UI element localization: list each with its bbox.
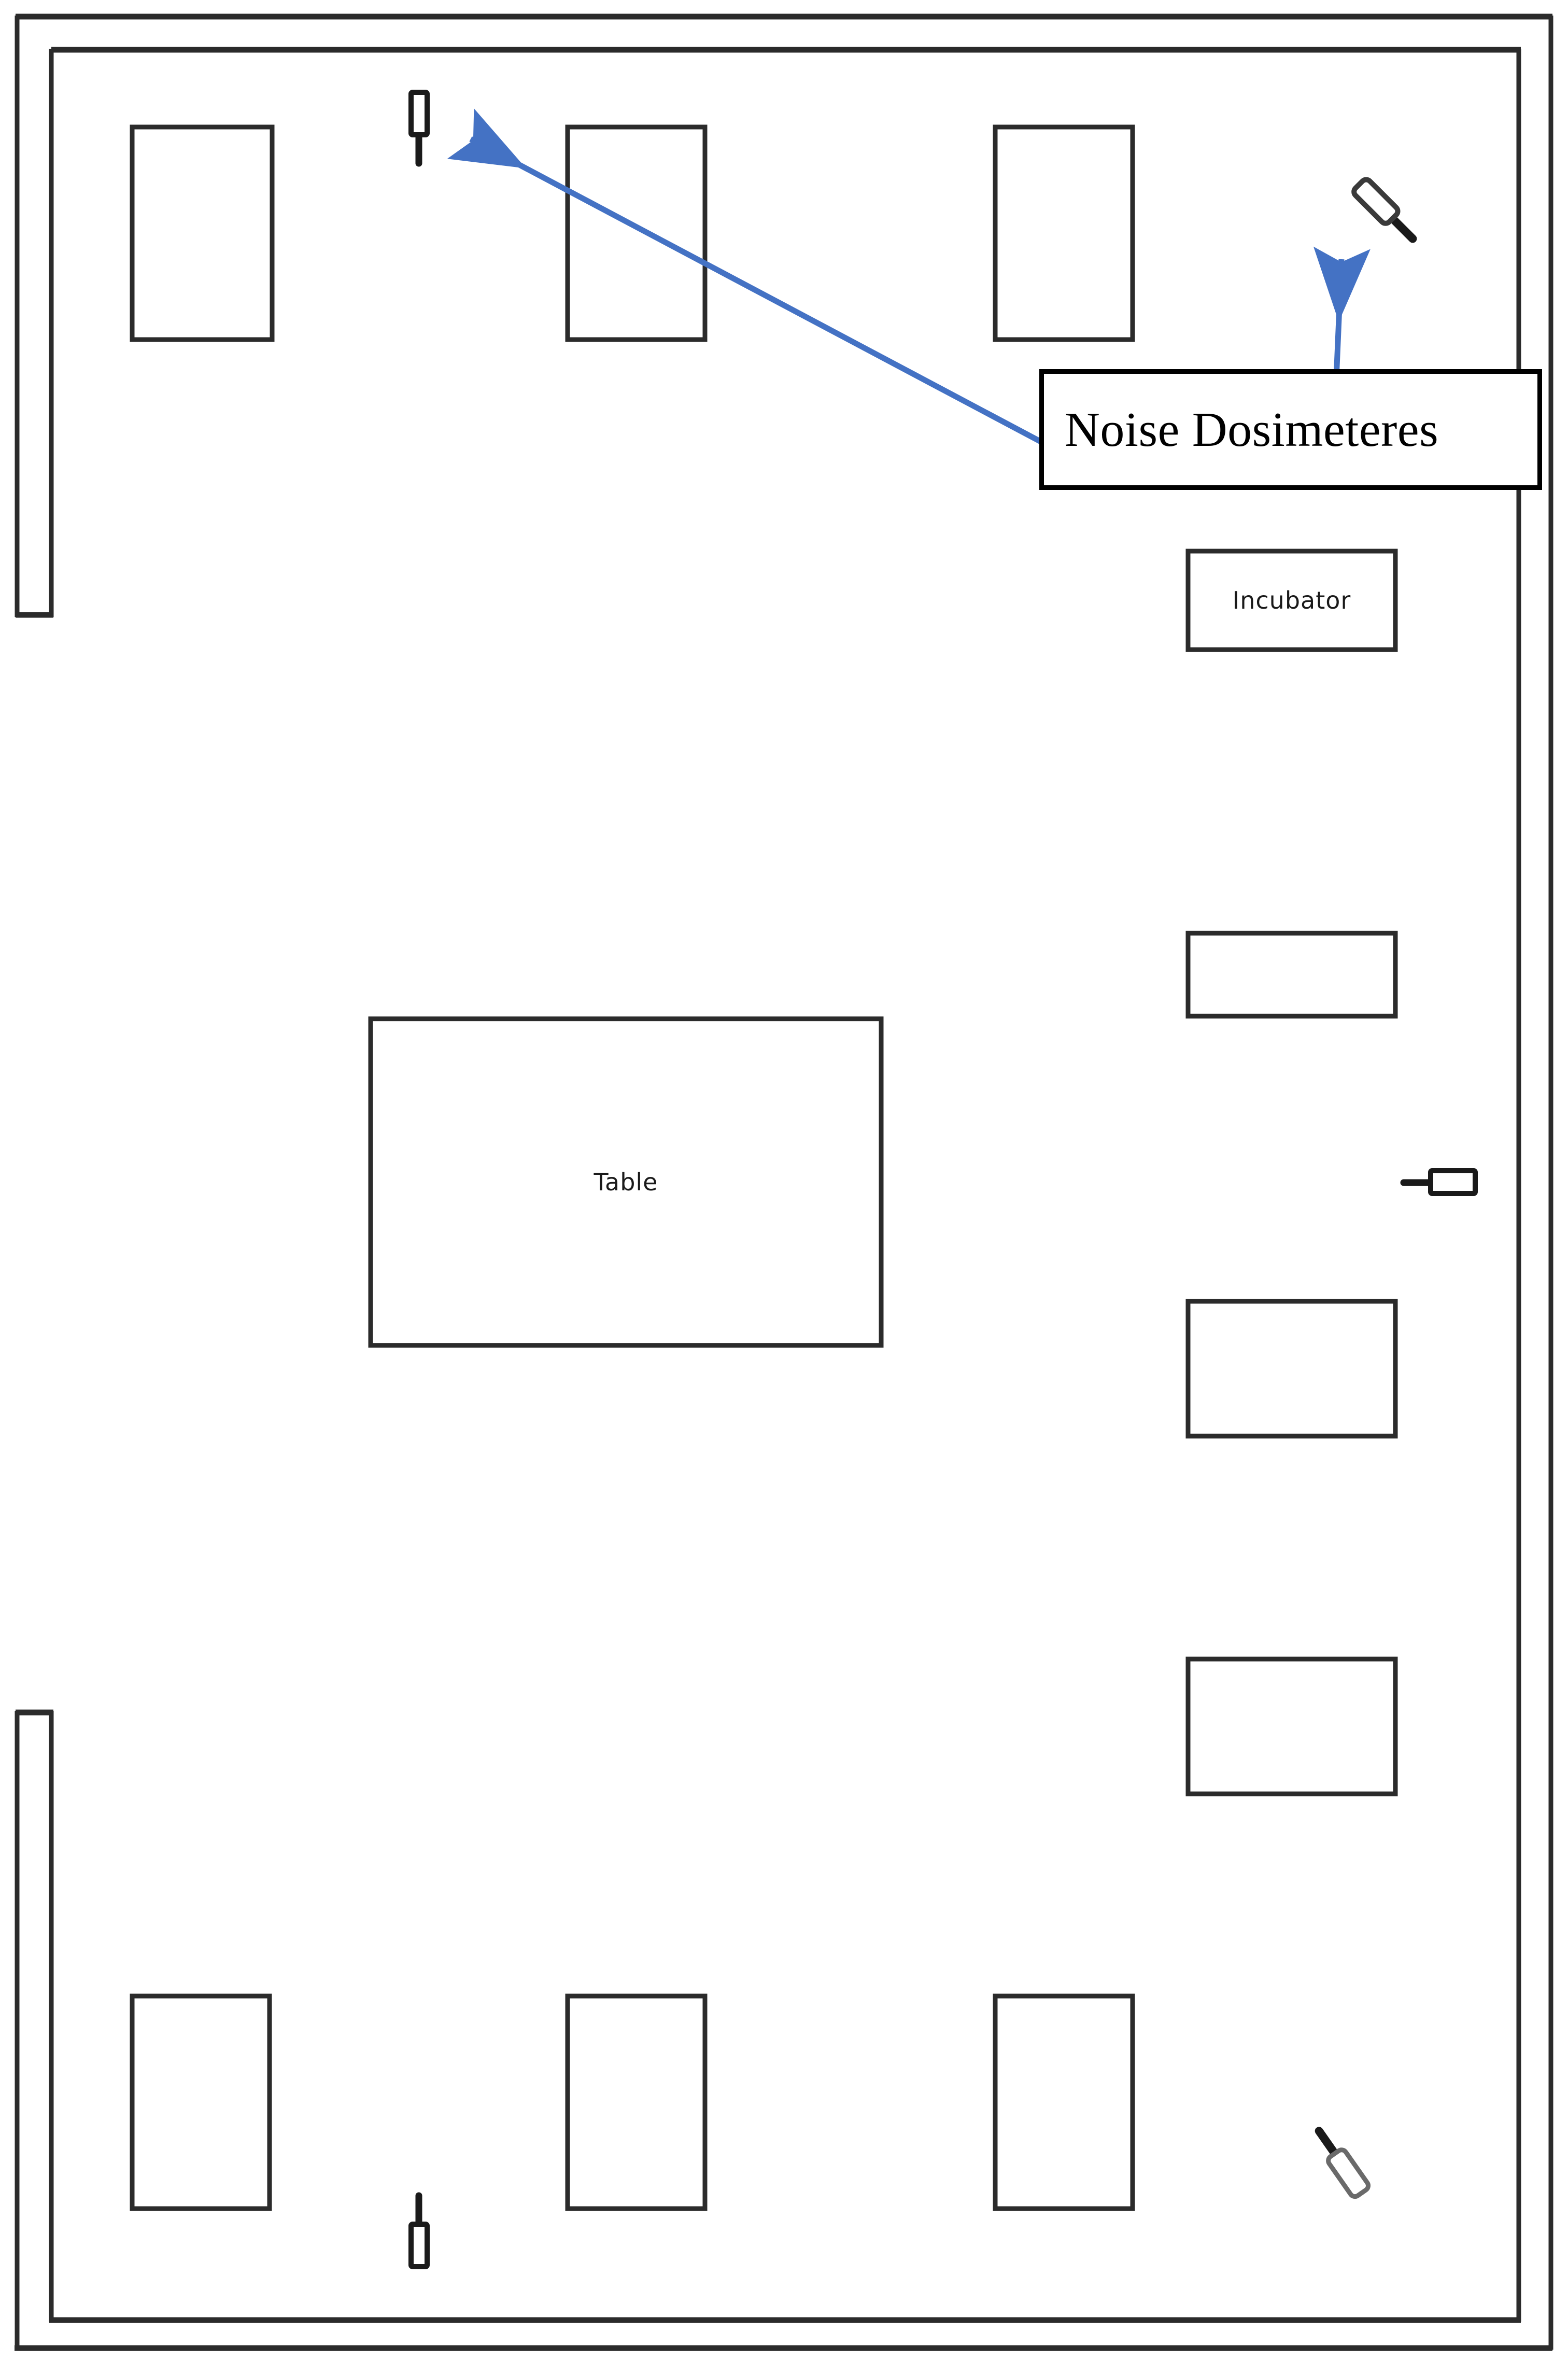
- equipment-box-right-cabinet-2: [1185, 1299, 1398, 1439]
- equipment-box-top-1: [130, 124, 275, 342]
- equipment-box-bottom-3: [993, 1993, 1135, 2211]
- equipment-boxes-group: [130, 124, 1398, 2211]
- equipment-box-top-3: [993, 124, 1135, 342]
- dosimeter-right-wall-icon: [1400, 1168, 1478, 1196]
- table-label: Table: [594, 1168, 658, 1196]
- dosimeter-bottom-right-icon: [1315, 2127, 1371, 2199]
- dosimeter-bottom-center-icon: [408, 2192, 430, 2269]
- incubator-label: Incubator: [1232, 586, 1351, 614]
- dosimeter-top-left-icon: [408, 90, 430, 167]
- leader-line-to-top-left-dosimeter: [447, 108, 1043, 445]
- equipment-box-right-cabinet-3: [1185, 1656, 1398, 1796]
- noise-dosimeters-callout[interactable]: Noise Dosimeteres: [1039, 369, 1542, 490]
- equipment-box-table: [368, 1016, 884, 1348]
- leader-line-to-top-right-dosimeter: [1313, 246, 1371, 379]
- equipment-box-bottom-1: [130, 1993, 272, 2211]
- noise-dosimeters-callout-label: Noise Dosimeteres: [1065, 402, 1439, 457]
- callout-leader-lines: [447, 108, 1371, 445]
- equipment-box-top-2: [565, 124, 708, 342]
- equipment-box-right-cabinet-1: [1185, 931, 1398, 1019]
- dosimeters-group: [408, 90, 1478, 2269]
- dosimeter-top-right-icon: [1351, 177, 1417, 243]
- equipment-box-bottom-2: [565, 1993, 708, 2211]
- equipment-box-incubator: [1185, 549, 1398, 652]
